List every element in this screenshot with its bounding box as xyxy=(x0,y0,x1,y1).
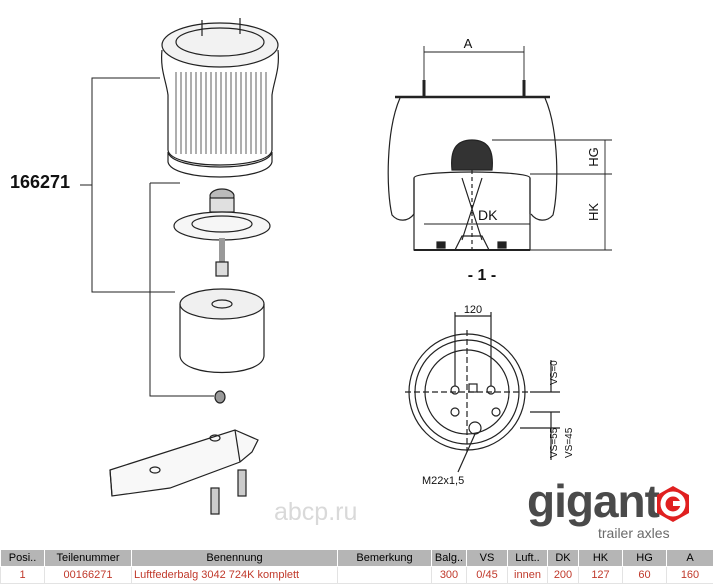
technical-drawing: A HG HK DK - 1 - 120 VS=0 VS=55 VS=45 M2… xyxy=(80,18,612,515)
column-header[interactable]: Benennung xyxy=(131,549,338,567)
table-cell: Luftfederbalg 3042 724K komplett xyxy=(131,566,338,584)
table-row[interactable]: 1 00166271 Luftfederbalg 3042 724K kompl… xyxy=(0,566,713,584)
brand-subtitle: trailer axles xyxy=(598,525,670,541)
part-number-label: 166271 xyxy=(10,172,71,192)
parts-table: Posi.. Teilenummer Benennung Bemerkung B… xyxy=(0,549,713,584)
brand-logo: gigant trailer axles xyxy=(527,474,707,546)
view-number-label: - 1 - xyxy=(468,267,496,284)
table-cell: 0/45 xyxy=(466,566,508,584)
dim-vs55-label: VS=55 xyxy=(549,427,560,458)
table-cell: 200 xyxy=(547,566,579,584)
column-header[interactable]: HG xyxy=(622,549,667,567)
column-header[interactable]: Teilenummer xyxy=(44,549,132,567)
column-header[interactable]: A xyxy=(666,549,713,567)
dim-hg-label: HG xyxy=(586,147,601,167)
air-bellow-illustration xyxy=(161,18,279,178)
table-cell: 1 xyxy=(0,566,45,584)
section-view xyxy=(387,80,558,251)
plan-view xyxy=(405,312,560,473)
gigant-logo-icon xyxy=(657,486,689,522)
table-cell: innen xyxy=(507,566,548,584)
column-header[interactable]: DK xyxy=(547,549,579,567)
dim-vs45-label: VS=45 xyxy=(564,427,575,458)
dim-120-label: 120 xyxy=(464,304,482,316)
table-header-row: Posi.. Teilenummer Benennung Bemerkung B… xyxy=(0,549,713,567)
dim-dk-label: DK xyxy=(478,207,498,223)
column-header[interactable]: Bemerkung xyxy=(337,549,432,567)
column-header[interactable]: HK xyxy=(578,549,623,567)
table-cell: 300 xyxy=(431,566,467,584)
table-cell xyxy=(337,566,432,584)
table-cell: 60 xyxy=(622,566,667,584)
part-leader-lines xyxy=(80,77,214,397)
section-dimensions xyxy=(423,46,612,251)
bracket-illustration xyxy=(109,429,259,515)
bump-stop-illustration xyxy=(173,188,271,277)
dim-hk-label: HK xyxy=(586,203,601,221)
brand-name: gigant xyxy=(527,475,660,527)
watermark-text: abcp.ru xyxy=(274,498,358,526)
column-header[interactable]: Posi.. xyxy=(0,549,45,567)
column-header[interactable]: VS xyxy=(466,549,508,567)
thread-label: M22x1,5 xyxy=(422,475,464,487)
table-cell: 127 xyxy=(578,566,623,584)
column-header[interactable]: Luft.. xyxy=(507,549,548,567)
table-cell: 160 xyxy=(666,566,713,584)
dim-a-label: A xyxy=(464,36,473,51)
column-header[interactable]: Balg.. xyxy=(431,549,467,567)
table-cell: 00166271 xyxy=(44,566,132,584)
piston-illustration xyxy=(179,288,265,404)
dim-vs0-label: VS=0 xyxy=(549,360,560,385)
